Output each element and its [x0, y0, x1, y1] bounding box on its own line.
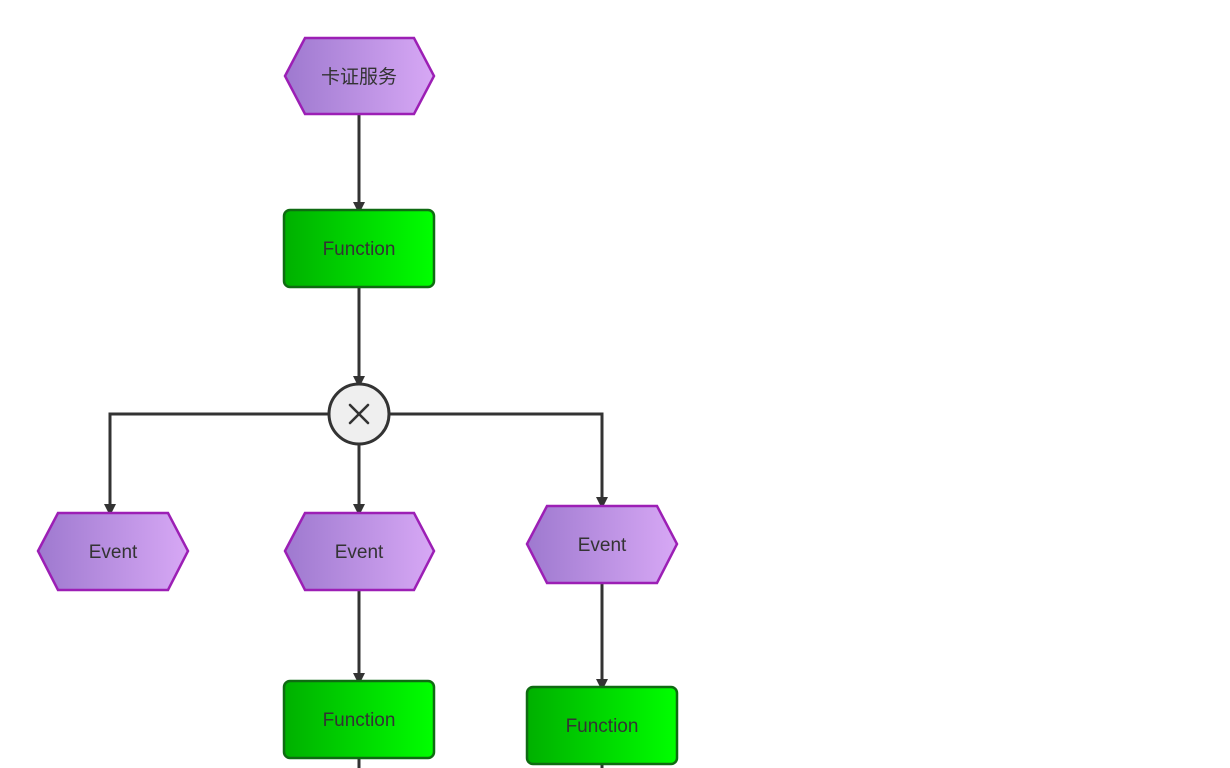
start-event-node[interactable]: 卡证服务 [283, 36, 436, 116]
event-right-label: Event [578, 535, 627, 556]
start-event-label: 卡证服务 [321, 66, 397, 88]
function-right-box [525, 685, 679, 766]
function-right-node[interactable]: Function [525, 685, 679, 766]
xor-x-icon [348, 403, 370, 425]
xor-gateway-node[interactable] [327, 382, 391, 446]
function-mid-label: Function [323, 710, 396, 731]
edge-gateway-to-left-event [104, 412, 330, 516]
event-right-node[interactable]: Event [525, 504, 679, 585]
function-mid-box [282, 679, 436, 760]
function-mid-node[interactable]: Function [282, 679, 436, 760]
edge-gateway-to-right-event [389, 412, 608, 509]
function-top-label: Function [323, 239, 396, 260]
function-top-node[interactable]: Function [282, 208, 436, 289]
function-top-box [282, 208, 436, 289]
edges [104, 114, 608, 768]
event-right-hexagon [525, 504, 679, 585]
event-left-node[interactable]: Event [36, 511, 190, 592]
event-left-label: Event [89, 542, 138, 563]
function-right-label: Function [566, 716, 639, 737]
event-left-hexagon [36, 511, 190, 592]
event-mid-node[interactable]: Event [283, 511, 436, 592]
start-event-hexagon [283, 36, 436, 116]
event-mid-label: Event [335, 542, 384, 563]
event-mid-hexagon [283, 511, 436, 592]
